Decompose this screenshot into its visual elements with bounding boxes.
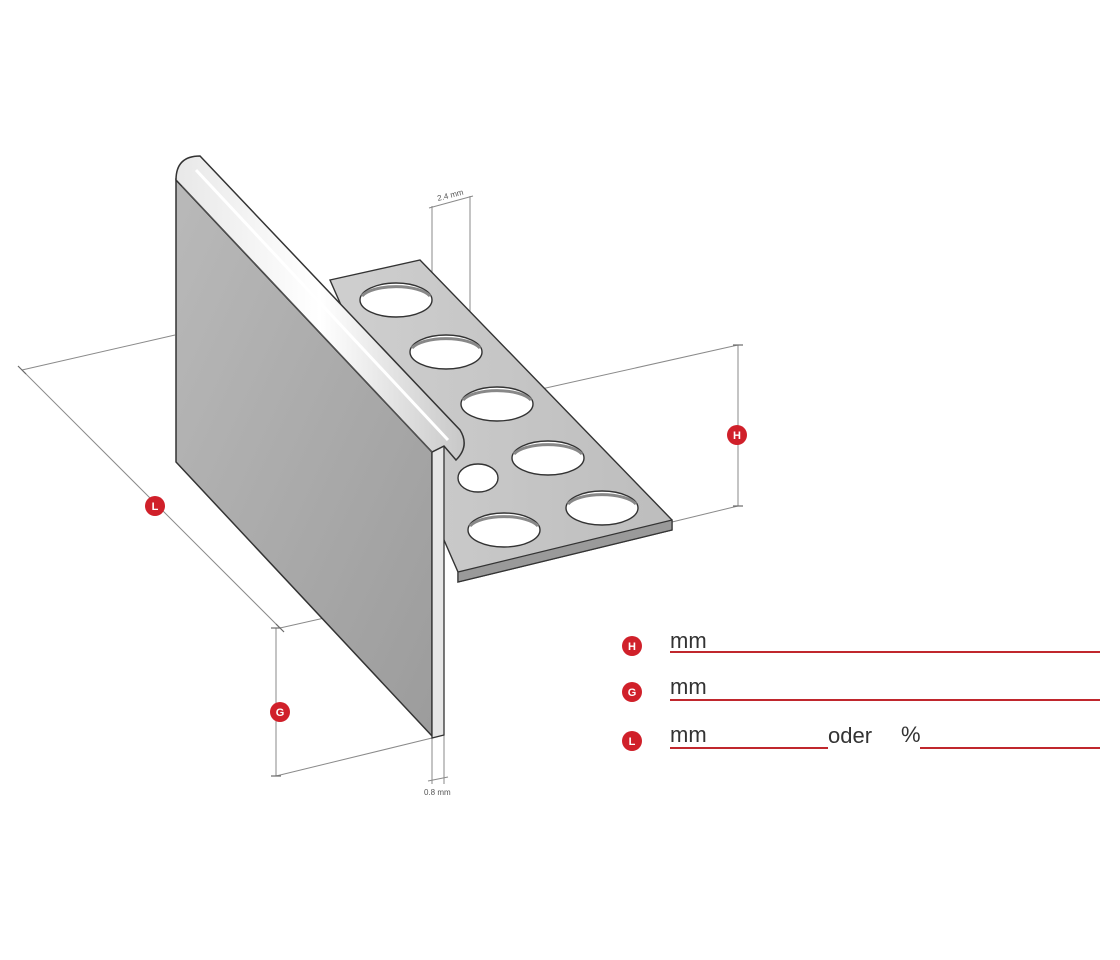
or-label: oder (828, 723, 872, 748)
base-thickness-label: 0.8 mm (424, 788, 451, 797)
form-row-badge: G (628, 687, 637, 699)
form-row-unit: mm (670, 674, 707, 699)
form-row-g[interactable]: G mm (622, 674, 1100, 702)
badge-g: G (270, 702, 290, 722)
dimension-h (527, 344, 743, 523)
badge-l: L (145, 496, 165, 516)
percent-label: % (901, 722, 921, 747)
badge-h: H (727, 425, 747, 445)
form-row-badge: L (629, 736, 636, 748)
mounting-holes (359, 282, 639, 548)
hole (359, 282, 433, 318)
svg-text:G: G (276, 707, 285, 719)
svg-text:H: H (733, 430, 741, 442)
hole (565, 490, 639, 526)
form-row-badge: H (628, 641, 636, 653)
form-row-unit: mm (670, 628, 707, 653)
measurement-form: H mm G mm L mm oder % (622, 628, 1100, 751)
wall-thickness-label: 2.4 mm (436, 188, 464, 203)
dimension-base-thickness: 0.8 mm (424, 735, 451, 797)
hole (511, 440, 585, 476)
hole (467, 512, 541, 548)
perforated-flange (329, 259, 673, 583)
profile-wall (175, 155, 465, 739)
form-row-unit: mm (670, 722, 707, 747)
svg-text:L: L (152, 501, 159, 513)
hole (460, 386, 534, 422)
hole (409, 334, 483, 370)
hole (457, 463, 499, 493)
form-row-l[interactable]: L mm oder % (622, 722, 1100, 751)
form-row-h[interactable]: H mm (622, 628, 1100, 656)
dimension-g (271, 627, 433, 777)
